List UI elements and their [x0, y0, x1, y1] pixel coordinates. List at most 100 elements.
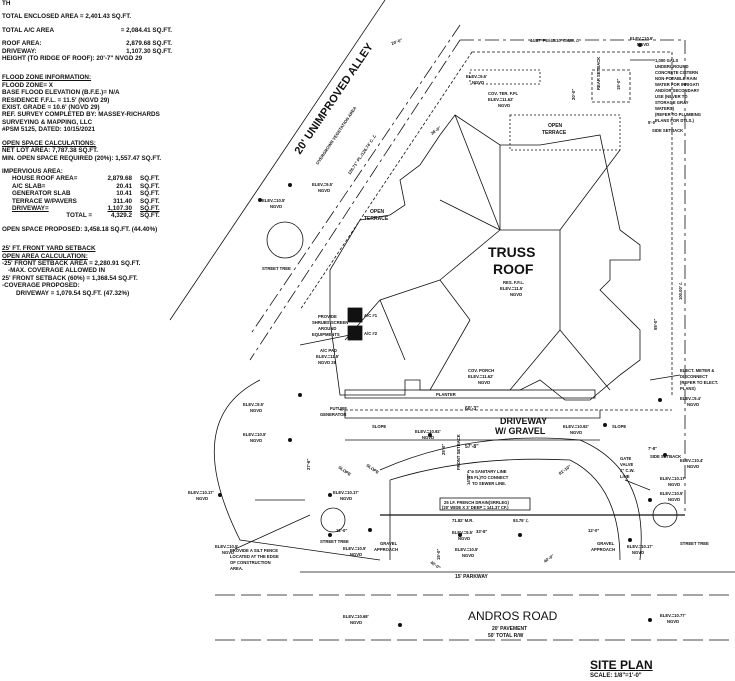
svg-text:NGVD: NGVD [270, 204, 282, 209]
street-tree-bottom-right [652, 502, 678, 528]
svg-text:NGVD: NGVD [462, 553, 474, 558]
svg-text:NGVD: NGVD [687, 402, 699, 407]
top-property-dim: 44.87' PL./45.10' C.&M. ℒ [530, 38, 579, 43]
alley-line-outer [169, 0, 386, 321]
svg-text:NGVD: NGVD [458, 536, 470, 541]
dim-label: 81'-10" [558, 464, 572, 476]
svg-text:ELECT. METER &: ELECT. METER & [680, 368, 714, 373]
slope-label: SLOPE [372, 424, 386, 429]
setback-line: -25' FRONT SETBACK AREA = 2,280.91 SQ.FT… [2, 259, 141, 267]
impervious-title: IMPERVIOUS AREA: [2, 167, 63, 175]
driveway-area: DRIVEWAY:1,107.30 SQ.FT. [2, 47, 172, 55]
setback-line: -MAX. COVERAGE ALLOWED IN [8, 267, 106, 275]
svg-text:ELEV.=10.92': ELEV.=10.92' [563, 424, 589, 429]
gravel-approach-left-2: APPROACH [374, 547, 398, 552]
driveway-outline [344, 410, 601, 419]
setback-line-left [299, 51, 473, 311]
row-label: 50' TOTAL R/W [488, 633, 524, 639]
dim-label: 40'-0" [429, 560, 441, 571]
svg-text:1,000 GALS: 1,000 GALS [655, 58, 678, 63]
flood-line: REF. SURVEY COMPLETED BY: MASSEY-RICHARD… [2, 111, 160, 119]
svg-text:NGVD: NGVD [350, 552, 362, 557]
flood-line: FLOOD ZONE= X [2, 81, 53, 89]
dim-label: 14'-0" [466, 474, 471, 485]
front-arc-left [214, 379, 381, 561]
flood-line: SURVEYING & MAPPING, LLC [2, 118, 93, 126]
open-space-title: OPEN SPACE CALCULATIONS: [2, 139, 96, 147]
dim-label: 12'-0" [336, 528, 347, 533]
flood-line: RESIDENCE F.F.L. = 11.5' (NGVD 29) [2, 96, 110, 104]
dim-label: 33'-8" [476, 529, 487, 534]
svg-text:(REFER TO PLUMBING: (REFER TO PLUMBING [655, 112, 701, 117]
svg-text:PLANS): PLANS) [680, 386, 696, 391]
dim-label: 71.82' M.R. [452, 518, 473, 523]
res-ffl-datum: NGVD [510, 292, 522, 297]
truss-roof-label-1: TRUSS [488, 244, 535, 260]
cov-porch-datum: NGVD [478, 380, 490, 385]
road-name: ANDROS ROAD [468, 609, 558, 623]
french-drain-label-2: (20' WIDE X 3' DEEP = 141.37 CF.) [442, 505, 509, 510]
svg-text:NGVD: NGVD [250, 408, 262, 413]
svg-text:ELEV.=10.17': ELEV.=10.17' [660, 476, 686, 481]
open-space-proposed: OPEN SPACE PROPOSED: 3,458.18 SQ.FT. (44… [2, 225, 158, 233]
dim-label: 27'-6" [306, 459, 311, 470]
elect-note: ELECT. METER & DISCONNECT (REFER TO ELEC… [680, 368, 718, 391]
svg-text:SHRUBS SCREEN: SHRUBS SCREEN [312, 320, 348, 325]
svg-text:1" C.W.: 1" C.W. [620, 468, 635, 473]
svg-text:NON-POTABLE RAIN: NON-POTABLE RAIN [655, 76, 697, 81]
pavement-label: 20' PAVEMENT [492, 626, 527, 632]
driveway-label-2: W/ GRAVEL [495, 426, 546, 436]
svg-text:ELEV.=10.4': ELEV.=10.4' [680, 458, 703, 463]
future-gen-label: FUTURE [330, 406, 347, 411]
cov-porch-label: COV. PORCH [468, 368, 494, 373]
svg-text:NGVD: NGVD [250, 438, 262, 443]
side-setback-label-2: SIDE SETBACK [650, 454, 681, 459]
planter-strip [344, 389, 596, 399]
dim-60-3: 60'-3" [465, 406, 479, 412]
rear-setback-label: REAR SETBACK [596, 57, 601, 90]
ac-unit-2 [347, 325, 363, 341]
svg-text:ELEV.=10.5': ELEV.=10.5' [660, 491, 683, 496]
slope-label: SLOPE [365, 463, 380, 475]
dim-label: 40'-0" [543, 553, 555, 564]
site-data-notes: TH TOTAL ENCLOSED AREA = 2,401.43 SQ.FT.… [2, 0, 234, 297]
street-tree-top [266, 221, 304, 259]
silt-fence-note: PROVIDE A SILT FENCE LOCATED AT THE EDGE… [230, 548, 279, 571]
cov-terrace-elev: ELEV.=11.62' [488, 97, 513, 102]
setback-title: 25' FT. FRONT YARD SETBACK [2, 245, 96, 253]
open-space-line: MIN. OPEN SPACE REQUIRED (20%): 1,557.47… [2, 154, 162, 162]
french-drain-label: 25 LF. FRENCH DRAIN(SRRLEG) [444, 500, 510, 505]
ac1-label: A/C #1 [364, 313, 378, 318]
svg-text:CONCRETE CISTERN: CONCRETE CISTERN [655, 70, 698, 75]
svg-text:WATERS): WATERS) [655, 106, 675, 111]
svg-text:NGVD: NGVD [667, 619, 679, 624]
dim-label: 5'-0" [648, 120, 657, 125]
svg-text:ELEV.=10.5': ELEV.=10.5' [343, 546, 366, 551]
svg-text:PLANS FOR DTLS.): PLANS FOR DTLS.) [655, 118, 694, 123]
open-terrace-label-2: TERRACE [542, 130, 567, 136]
svg-text:ELEV.=10.6': ELEV.=10.6' [630, 36, 653, 41]
svg-text:AND/OR SECONDARY: AND/OR SECONDARY [655, 88, 699, 93]
svg-text:ELEV.=10.77': ELEV.=10.77' [660, 613, 686, 618]
cistern-note: 1,000 GALS UNDERGROUND CONCRETE CISTERN … [655, 58, 701, 123]
flood-zone-title: FLOOD ZONE INFORMATION: [2, 74, 92, 82]
flood-line: EXIST. GRADE = 10.6' (NGVD 29) [2, 104, 100, 112]
res-ffl-elev: ELEV.=11.5' [500, 286, 523, 291]
svg-text:ELEV.=10.5': ELEV.=10.5' [455, 547, 478, 552]
svg-text:NGVD 29: NGVD 29 [318, 360, 337, 365]
alley-line-inner [249, 24, 461, 336]
shrubs-note: PROVIDE SHRUBS SCREEN AROUND EQUIPMENTS [312, 314, 348, 337]
gravel-approach-right: GRAVEL [597, 541, 615, 546]
ac-pad-note: A/C PAD ELEV.=11.5' NGVD 29 [316, 348, 339, 365]
dim-label: 15'-0" [436, 549, 441, 560]
setback-line: 25' FRONT SETBACK (60%) = 1,368.54 SQ.FT… [2, 274, 138, 282]
driveway-label: DRIVEWAY [500, 416, 547, 426]
parkway-label: 15' PARKWAY [455, 574, 489, 580]
svg-text:NGVD: NGVD [422, 435, 434, 440]
dim-label: 25'-0" [441, 444, 446, 455]
